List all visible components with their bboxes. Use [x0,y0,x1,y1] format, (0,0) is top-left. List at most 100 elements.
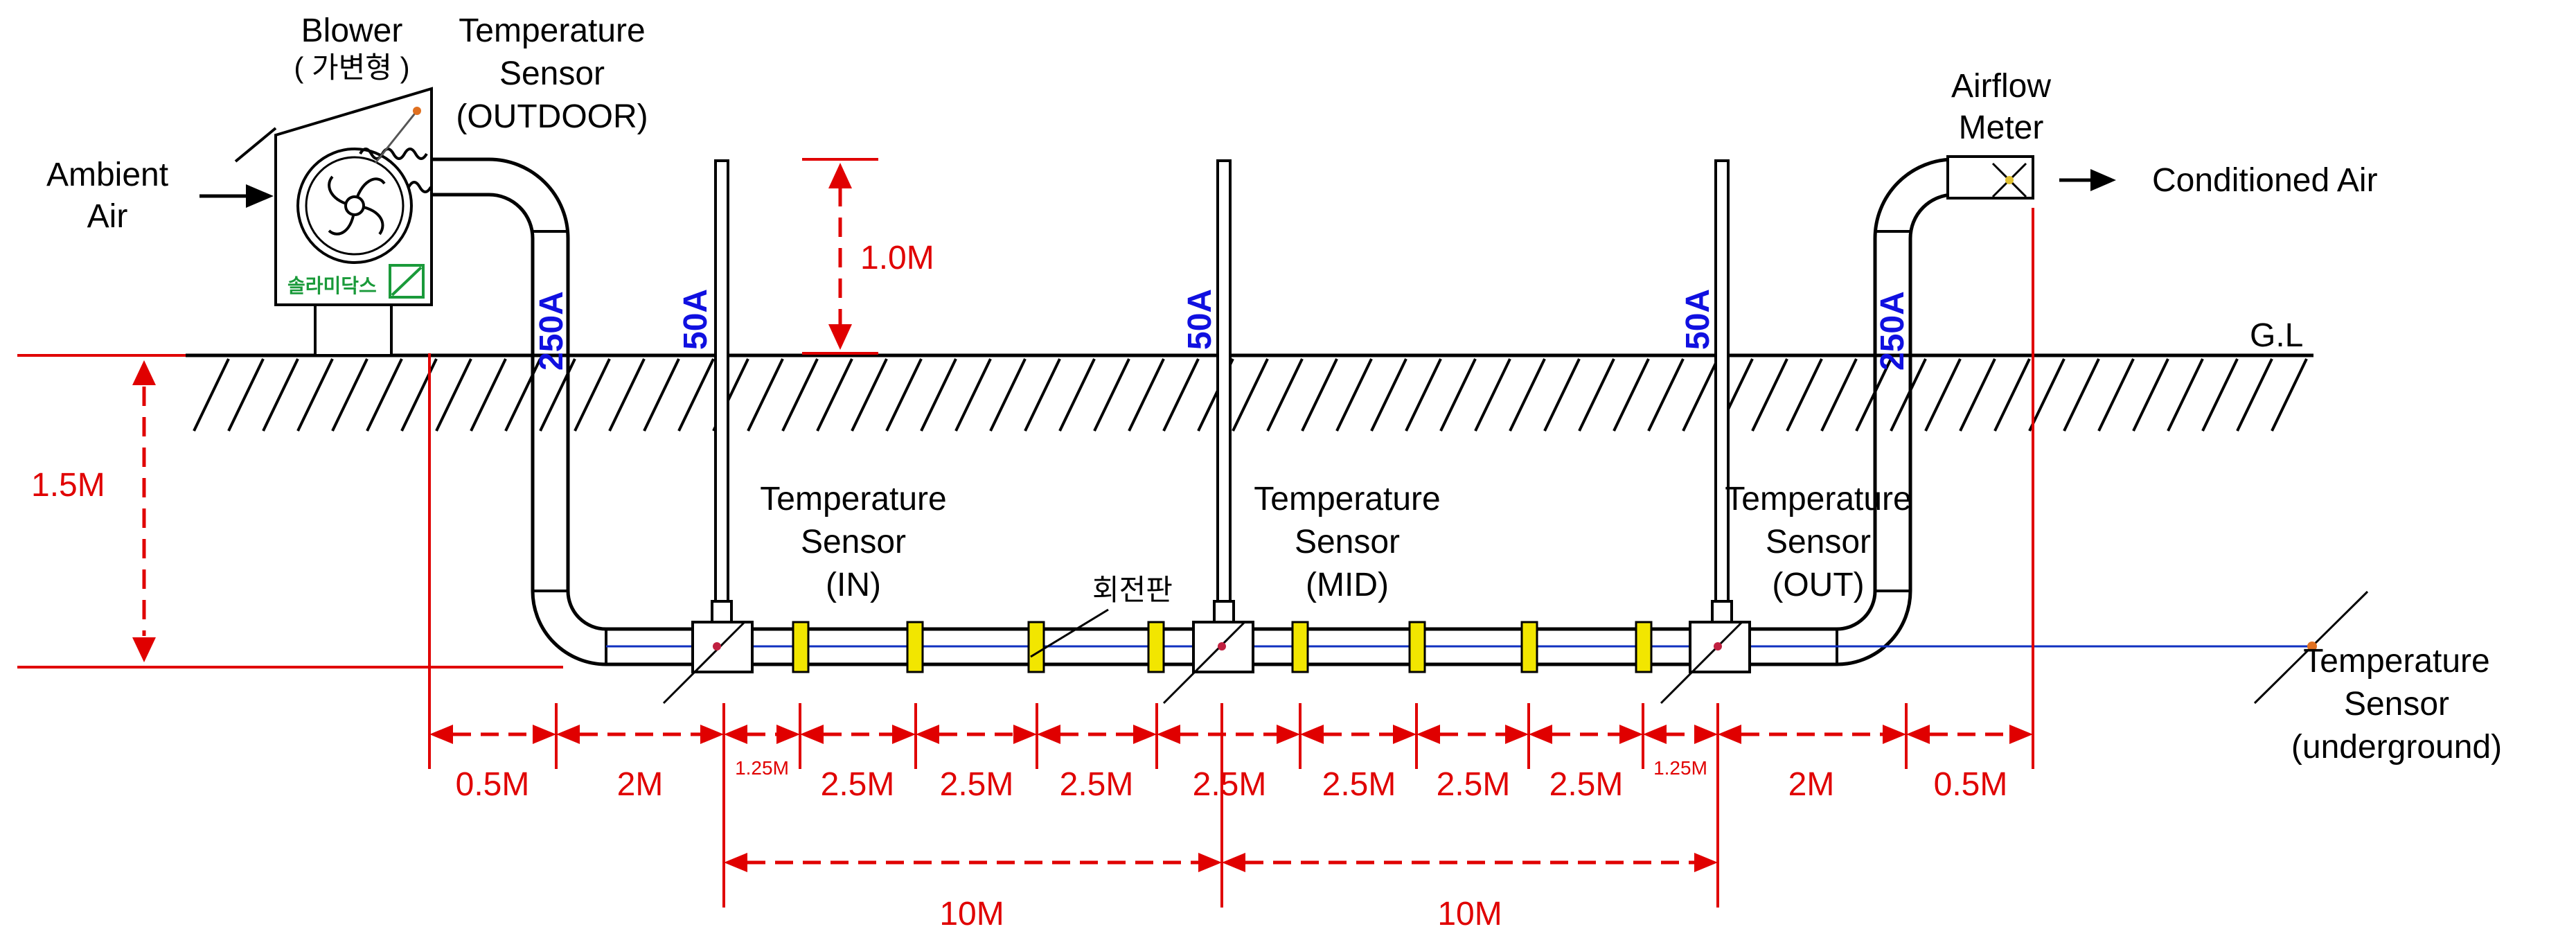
sensor-out-label-1: Temperature [1725,481,1911,517]
rotating-plate-6 [1408,621,1426,673]
segment-dimension-12: 2M [1788,766,1835,803]
segment-dimension-6: 2.5M [1060,766,1134,803]
sensor-in-label-3: (IN) [826,567,881,603]
brand-label: 솔라미닥스 [287,275,377,297]
pipe-size-right-riser: 250A [1874,291,1911,371]
segment-dimension-3: 1.25M [735,757,789,779]
depth-dimension: 1.5M [31,467,105,504]
sensor-probe-in [662,621,746,705]
rotating-plate-8 [1635,621,1653,673]
sensor-dot-out [1714,642,1722,650]
airflow-meter-label-1: Airflow [1951,68,2051,105]
underground-sensor-label-3: (underground) [2291,729,2502,765]
rotating-plate-4 [1147,621,1165,673]
half-arrow-2 [1222,853,1718,872]
heater-coil-upper [359,148,428,160]
segment-dimension-4: 2.5M [821,766,895,803]
blower-inlet-hood [234,127,277,163]
segment-arrow-11 [1643,725,1718,744]
segment-dimension-1: 0.5M [456,766,530,803]
vent-pipe-3 [1714,159,1730,604]
sensor-in-label-1: Temperature [760,481,946,517]
outdoor-sensor-label-1: Temperature [459,12,645,49]
vent-pipe-2 [1216,159,1232,604]
segment-dimension-7: 2.5M [1193,766,1267,803]
segment-arrow-12 [1718,725,1906,744]
sensor-out-label-2: Sensor [1766,524,1871,560]
ground-level-label: G.L [2250,317,2303,354]
ambient-air-arrow-icon [246,184,274,208]
rotating-plate-1 [792,621,810,673]
half-arrow-1 [724,853,1222,872]
outdoor-sensor-dot [413,107,421,115]
vent-pipe-1 [714,159,729,604]
ground-hatching [193,358,2308,432]
segment-arrow-13 [1906,725,2033,744]
rotating-plate-label: 회전판 [1092,574,1173,606]
segment-dimension-5: 2.5M [940,766,1014,803]
segment-arrow-1 [429,725,556,744]
outdoor-sensor-probe [374,110,418,163]
sensor-dot-in [713,642,721,650]
pipe-size-vent-3: 50A [1680,289,1716,350]
segment-arrow-4 [800,725,916,744]
segment-dimension-11: 1.25M [1653,757,1707,779]
dimension-arrows [429,725,2033,872]
sensor-out-label-3: (OUT) [1772,567,1864,603]
ambient-air-label-2: Air [87,198,128,235]
sensor-mid-label-1: Temperature [1254,481,1440,517]
sensor-mid-label-3: (MID) [1306,567,1389,603]
airflow-meter [1946,155,2034,200]
conditioned-air-label: Conditioned Air [2152,162,2378,199]
underground-sensor-dot [2307,641,2317,651]
segment-dimension-8: 2.5M [1322,766,1396,803]
segment-dimension-10: 2.5M [1549,766,1624,803]
segment-arrow-9 [1416,725,1529,744]
vent-height-dimension: 1.0M [860,240,934,276]
rotating-plate-leader [1030,608,1109,658]
segment-dimension-2: 2M [617,766,664,803]
heater-coil-lower [407,181,432,193]
vertical-dimension-arrows [132,163,852,662]
blower-type-label: ( 가변형 ) [294,51,409,84]
sensor-probe-out [1660,621,1743,705]
vent-pipes [711,159,1733,626]
half-dimension-2: 10M [1437,896,1502,932]
sensor-dot-mid [1218,642,1226,650]
segment-dimension-9: 2.5M [1437,766,1511,803]
pipe-size-left-riser: 250A [533,291,570,371]
sensor-boxes [662,621,1751,705]
dimension-reference-lines [17,158,2034,908]
segment-arrow-2 [556,725,724,744]
ambient-air-label-1: Ambient [46,157,168,193]
blower-label: Blower [301,12,403,49]
blower-stand [314,303,393,357]
outdoor-sensor-label-3: (OUTDOOR) [456,98,648,135]
airflow-meter-label-2: Meter [1959,109,2044,146]
blower-unit: 솔라미닥스 [234,87,433,357]
rotating-plate-7 [1520,621,1538,673]
sensor-probe-mid [1162,621,1246,705]
underground-sensor-label-2: Sensor [2344,686,2449,723]
half-dimension-1: 10M [939,896,1004,932]
pipe-size-vent-1: 50A [677,289,714,350]
sensor-mid-label-2: Sensor [1295,524,1400,560]
rotating-plate-2 [906,621,924,673]
outdoor-sensor-label-2: Sensor [499,55,605,92]
rotating-plates [792,621,1653,673]
pipe-size-vent-2: 50A [1182,289,1218,350]
segment-arrow-10 [1529,725,1643,744]
underground-sensor-label-1: Temperature [2303,643,2489,680]
segment-arrow-8 [1300,725,1416,744]
segment-arrow-5 [916,725,1037,744]
segment-arrow-7 [1157,725,1300,744]
segment-arrow-3 [724,725,800,744]
rotating-plate-3 [1027,621,1045,673]
flow-arrows [199,169,2116,208]
conditioned-air-arrow-icon [2090,169,2116,191]
segment-arrow-6 [1037,725,1157,744]
rotating-plate-5 [1291,621,1309,673]
segment-dimension-13: 0.5M [1934,766,2008,803]
